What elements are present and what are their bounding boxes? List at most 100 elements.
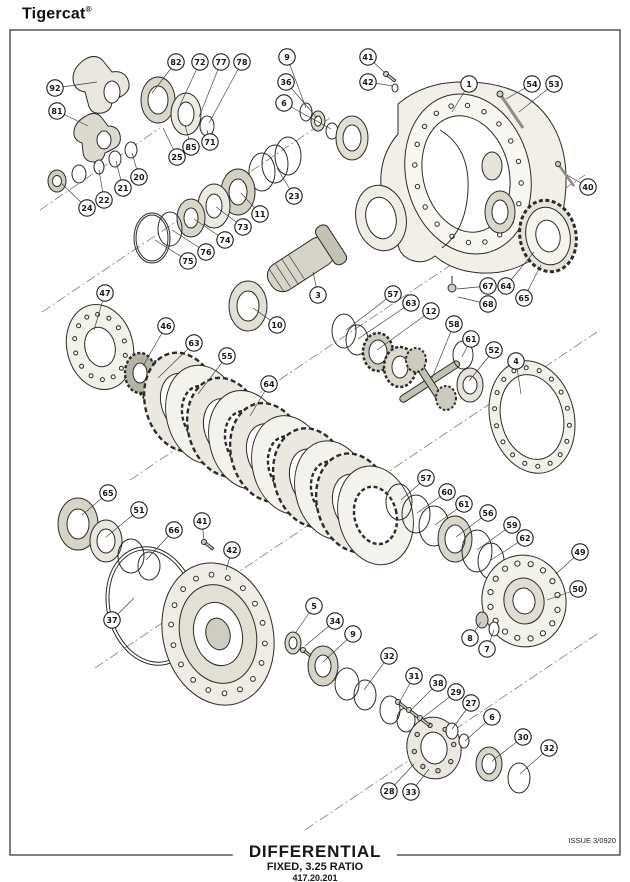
callout-60: 60 (438, 483, 456, 501)
brand-logo: Tigercat® (22, 5, 92, 23)
svg-text:74: 74 (219, 236, 231, 245)
leader-line (345, 293, 394, 331)
svg-text:29: 29 (450, 688, 462, 697)
svg-text:21: 21 (117, 184, 129, 193)
callout-46: 46 (157, 317, 175, 335)
callout-41: 41 (359, 48, 377, 66)
diff-case-drawing (161, 562, 275, 706)
svg-text:3: 3 (315, 291, 321, 300)
svg-text:75: 75 (182, 257, 194, 266)
callout-33: 33 (402, 783, 420, 801)
leader-line (376, 310, 432, 351)
svg-text:31: 31 (408, 672, 420, 681)
ring-gear-drawing (518, 198, 578, 274)
svg-text:41: 41 (362, 53, 374, 62)
svg-text:57: 57 (387, 290, 398, 299)
callout-57: 57 (417, 469, 435, 487)
svg-text:55: 55 (221, 352, 233, 361)
svg-text:82: 82 (170, 58, 181, 67)
callout-55: 55 (218, 347, 236, 365)
callout-22: 22 (95, 191, 113, 209)
leader-line (198, 61, 222, 118)
svg-text:63: 63 (188, 339, 199, 348)
svg-text:66: 66 (168, 526, 180, 535)
callout-67: 67 (479, 277, 497, 295)
svg-text:34: 34 (329, 617, 341, 626)
callout-40: 40 (579, 178, 597, 196)
callout-6: 6 (275, 94, 293, 112)
pinion-seal-bearing-drawing (140, 76, 215, 137)
callout-76: 76 (197, 243, 215, 261)
clutch-pack-drawing (142, 351, 414, 566)
callout-77: 77 (212, 53, 230, 71)
svg-text:53: 53 (548, 80, 559, 89)
bolt-drawing (199, 537, 216, 552)
svg-text:27: 27 (465, 699, 476, 708)
callout-42: 42 (359, 73, 377, 91)
svg-text:85: 85 (185, 143, 197, 152)
callout-61: 61 (455, 495, 473, 513)
svg-text:8: 8 (467, 634, 473, 643)
svg-text:6: 6 (281, 99, 287, 108)
washer-drawing (391, 83, 399, 93)
svg-text:73: 73 (237, 223, 248, 232)
callout-23: 23 (285, 187, 303, 205)
svg-text:54: 54 (526, 80, 538, 89)
callout-61: 61 (462, 330, 480, 348)
svg-text:42: 42 (362, 78, 373, 87)
svg-text:32: 32 (383, 652, 394, 661)
callout-24: 24 (78, 199, 96, 217)
callout-37: 37 (103, 611, 121, 629)
callout-68: 68 (479, 295, 497, 313)
callout-56: 56 (479, 504, 497, 522)
svg-text:81: 81 (51, 107, 63, 116)
svg-text:10: 10 (271, 321, 283, 330)
svg-text:49: 49 (574, 548, 586, 557)
svg-text:9: 9 (350, 630, 356, 639)
svg-text:68: 68 (482, 300, 494, 309)
callout-58: 58 (445, 315, 463, 333)
svg-text:71: 71 (204, 138, 216, 147)
callout-38: 38 (429, 674, 447, 692)
housing-bolt-holes (412, 102, 524, 246)
svg-text:40: 40 (582, 183, 594, 192)
leader-line (357, 302, 412, 340)
issue-label: ISSUE 3/0920 (568, 836, 616, 845)
carrier-flange-drawing (65, 304, 135, 390)
svg-text:24: 24 (81, 204, 93, 213)
svg-text:63: 63 (405, 299, 416, 308)
drawing-number: 417.20.201 (292, 873, 338, 882)
callout-73: 73 (234, 218, 252, 236)
callout-42: 42 (223, 541, 241, 559)
svg-text:4: 4 (513, 357, 519, 366)
differential-gear-set-drawing (331, 313, 484, 411)
brand-name: Tigercat (22, 5, 86, 23)
svg-text:60: 60 (441, 488, 453, 497)
callout-12: 12 (422, 302, 440, 320)
svg-text:41: 41 (196, 517, 208, 526)
callout-32: 32 (380, 647, 398, 665)
svg-text:38: 38 (432, 679, 444, 688)
svg-text:64: 64 (500, 282, 512, 291)
callout-31: 31 (405, 667, 423, 685)
flange-yoke-drawing (73, 112, 121, 163)
callout-81: 81 (48, 102, 66, 120)
svg-text:30: 30 (517, 733, 529, 742)
callout-41: 41 (193, 512, 211, 530)
callout-50: 50 (569, 580, 587, 598)
svg-text:65: 65 (518, 294, 530, 303)
svg-text:20: 20 (133, 173, 145, 182)
callout-51: 51 (130, 501, 148, 519)
svg-text:50: 50 (572, 585, 584, 594)
svg-text:1: 1 (466, 80, 472, 89)
svg-text:77: 77 (215, 58, 226, 67)
callout-85: 85 (182, 138, 200, 156)
callout-4: 4 (507, 352, 525, 370)
svg-text:33: 33 (405, 788, 416, 797)
pinion-nut-washer-drawing (299, 102, 369, 161)
brake-carrier-drawing (475, 554, 567, 648)
carrier-bolts-drawing (496, 90, 576, 187)
svg-text:28: 28 (383, 787, 395, 796)
svg-text:5: 5 (311, 602, 317, 611)
